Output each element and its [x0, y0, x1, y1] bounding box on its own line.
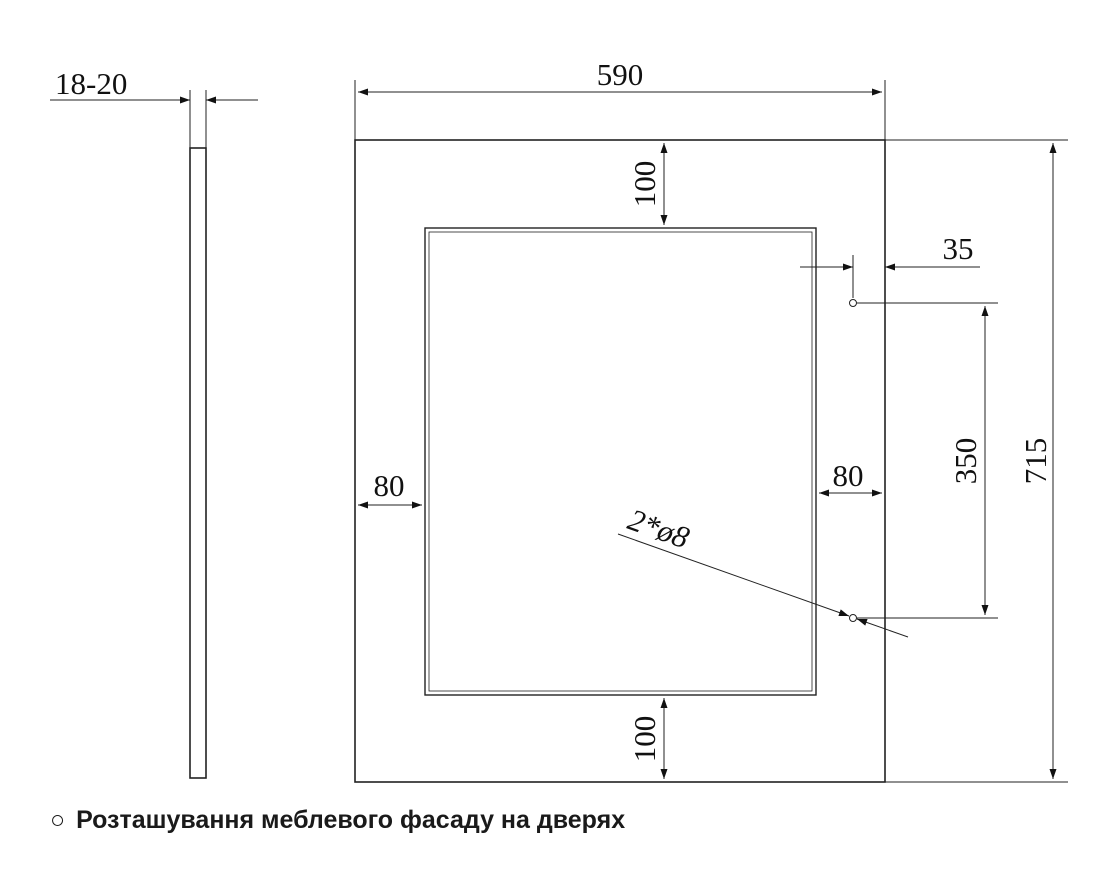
- hole-diameter-label: 2*ø8: [624, 502, 695, 556]
- side-profile-panel: [189, 147, 207, 779]
- width-label: 590: [597, 57, 644, 92]
- hole-diameter-leader: 2*ø8: [617, 502, 909, 638]
- top-margin-label: 100: [627, 161, 662, 208]
- hole-spacing-dimension: 350: [857, 302, 998, 619]
- right-margin-label: 80: [833, 458, 864, 493]
- top-margin-dimension: 100: [627, 143, 668, 225]
- bottom-margin-dimension: 100: [627, 698, 668, 779]
- thickness-label: 18-20: [55, 66, 127, 101]
- inner-opening: [424, 227, 817, 696]
- bottom-margin-label: 100: [627, 716, 662, 763]
- height-label: 715: [1018, 438, 1053, 485]
- left-margin-label: 80: [374, 468, 405, 503]
- side-profile-view: 18-20: [50, 66, 258, 779]
- width-dimension: 590: [354, 57, 886, 140]
- caption: ○ Розташування меблевого фасаду на дверя…: [50, 806, 625, 835]
- top-hole: [849, 299, 857, 307]
- outer-panel: [354, 139, 886, 783]
- front-view: [354, 139, 886, 783]
- hole-offset-dimension: 35: [800, 231, 980, 298]
- right-margin-dimension: 80: [819, 458, 882, 497]
- bottom-hole: [849, 614, 857, 622]
- caption-bullet: ○: [50, 806, 66, 834]
- caption-text: Розташування меблевого фасаду на дверях: [76, 806, 626, 834]
- height-dimension: 715: [885, 139, 1068, 783]
- hole-spacing-label: 350: [948, 438, 983, 485]
- left-margin-dimension: 80: [358, 468, 422, 509]
- hole-offset-label: 35: [943, 231, 974, 266]
